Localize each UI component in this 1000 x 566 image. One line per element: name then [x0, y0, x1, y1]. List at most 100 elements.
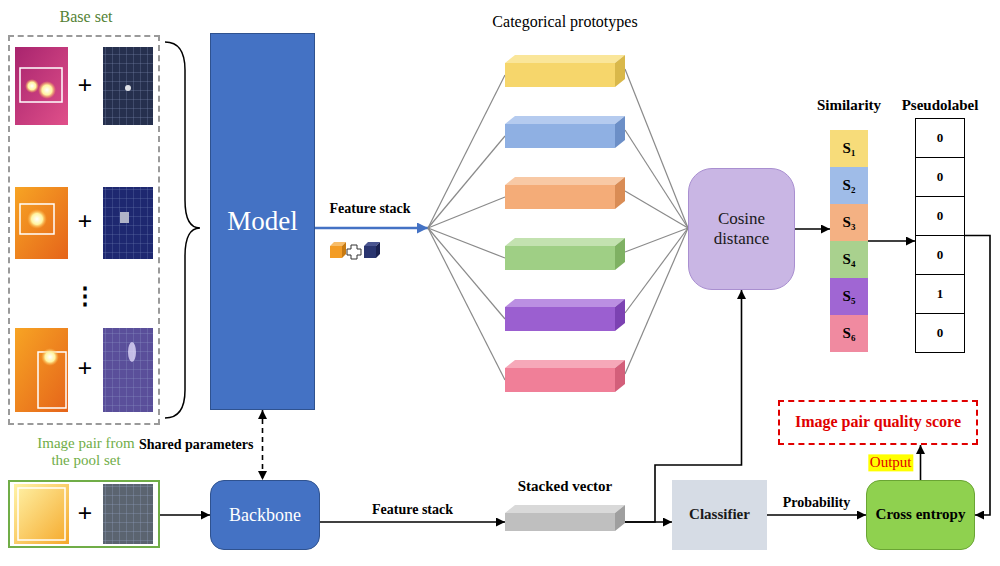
node-text: Cross entropy [876, 506, 966, 523]
bar-front [505, 63, 615, 87]
node-text: 0 [937, 326, 944, 341]
plus-sign: + [78, 501, 93, 527]
bar-top [505, 360, 625, 368]
node-text: Classifier [689, 506, 750, 523]
cross-entropy-box: Cross entropy [866, 480, 975, 550]
image-pair [15, 328, 153, 412]
feature-arrow [315, 227, 428, 230]
heading-holder: Similarity [794, 97, 904, 114]
label-holder: Categorical prototypes [492, 13, 637, 31]
label-holder: Output [868, 454, 914, 471]
defect-box [18, 488, 65, 540]
prototype-bar [505, 299, 625, 331]
similarity-cell: S₂ [830, 167, 868, 204]
panel-image [103, 47, 153, 125]
label-holder: Feature stack [370, 502, 455, 518]
bar-top [505, 177, 625, 185]
hot-spot [27, 209, 47, 229]
similarity-cell: S₃ [830, 204, 868, 241]
fan-line [625, 130, 688, 228]
node-heading: Pseudolabel [885, 97, 995, 114]
fan-line [625, 69, 688, 228]
ellipsis-mark: ⋮ [73, 284, 97, 308]
similarity-column: SimilarityS₁S₂S₃S₄S₅S₆ [830, 130, 868, 352]
edge-label: Output [868, 454, 914, 471]
quality-score-box: Image pair quality score [778, 400, 978, 445]
connector-arrow [320, 521, 505, 523]
node-heading: Stacked vector [490, 478, 640, 495]
pseudolabel-cell: 0 [915, 235, 965, 275]
bar-side [615, 55, 625, 87]
backbone-box: Backbone [210, 480, 320, 550]
bar-front [505, 124, 615, 148]
pseudolabel-cell: 0 [915, 196, 965, 236]
node-heading: Image pair from the pool set [28, 435, 144, 470]
panel-defect [120, 212, 129, 223]
similarity-cell: S₅ [830, 278, 868, 315]
connector-arrow [767, 514, 866, 516]
similarity-cell: S₆ [830, 315, 868, 352]
fan-line [428, 75, 505, 228]
panel-image [103, 328, 153, 412]
pseudolabel-cell: 0 [915, 157, 965, 197]
similarity-cell: S₄ [830, 241, 868, 278]
bar-side [615, 360, 625, 392]
defect-box [20, 204, 54, 234]
pseudolabel-column: Pseudolabel000010 [915, 118, 965, 353]
panel-grid [103, 187, 153, 259]
bar-side [615, 177, 625, 209]
node-text: 0 [937, 248, 944, 263]
panel-defect [125, 85, 131, 91]
panel-image [103, 484, 153, 544]
label-holder: Shared parameters [137, 437, 255, 453]
node-text: 0 [937, 170, 944, 185]
panel-grid [103, 484, 153, 544]
vector-bar [505, 505, 625, 531]
prototype-bar [505, 238, 625, 270]
connector-arrow [868, 240, 915, 242]
connector-arrow [795, 228, 830, 230]
node-text: 0 [937, 131, 944, 146]
panel-defect [128, 342, 136, 362]
label-holder: + [78, 356, 93, 382]
defect-box [20, 68, 62, 102]
heading-holder: Base set [10, 8, 162, 26]
label-holder: + [78, 209, 93, 235]
label-holder: Feature stack [330, 201, 411, 217]
fan-line [428, 228, 505, 319]
fan-line [428, 136, 505, 228]
bar-front [505, 513, 615, 531]
node-text: S₄ [843, 251, 856, 268]
image-pair [15, 187, 153, 259]
panel-image [103, 187, 153, 259]
panel-grid [103, 328, 153, 412]
label-holder: ⋮ [73, 284, 97, 308]
node-heading: Base set [10, 8, 162, 26]
fan-line [428, 228, 505, 258]
bar-top [505, 116, 625, 124]
node-text: S₂ [843, 177, 856, 194]
connector-arrow [160, 514, 210, 516]
connector-arrow [965, 236, 990, 516]
node-text: Model [227, 206, 298, 237]
model-box: Model [210, 33, 315, 410]
prototype-bar [505, 55, 625, 87]
connector-arrow [262, 410, 264, 480]
feature-stack-label: Feature stack [330, 201, 411, 217]
bar-front [505, 368, 615, 392]
cube-side [342, 242, 346, 258]
bar-side [615, 299, 625, 331]
curly-brace [165, 42, 200, 418]
pseudolabel-cell: 1 [915, 274, 965, 314]
cosine-box: Cosine distance [688, 168, 795, 290]
classifier-box: Classifier [672, 480, 767, 550]
fan-lines [428, 69, 688, 380]
bar-top [505, 505, 625, 513]
prototype-bar [505, 360, 625, 392]
bar-front [505, 246, 615, 270]
thermal-image [15, 328, 68, 412]
heading-holder: Stacked vector [490, 478, 640, 495]
connector-arrow [920, 445, 922, 480]
